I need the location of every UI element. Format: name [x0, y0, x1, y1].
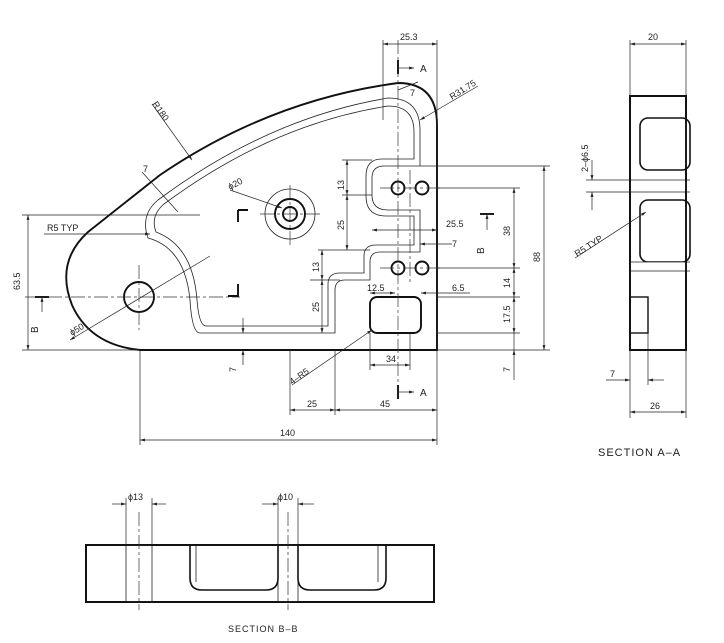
- cut-a-top: A: [420, 64, 428, 75]
- dim-6-5: 6.5: [452, 283, 465, 293]
- dim-r31-75: R31.75: [448, 78, 478, 102]
- outer-profile: [65, 82, 438, 351]
- front-view: [25, 40, 440, 390]
- dim-7-left: 7: [143, 164, 148, 174]
- section-a-a-title: SECTION A–A: [598, 447, 681, 459]
- dim-4-r5: 4–R5: [287, 366, 310, 387]
- dim-45: 45: [380, 399, 390, 409]
- dim-25-b: 25: [311, 302, 321, 312]
- dim-20-side: 20: [648, 32, 658, 42]
- dim-phi13: ϕ13: [128, 492, 143, 502]
- dim-phi10: ϕ10: [278, 492, 293, 502]
- inner-pocket-profile: [145, 97, 421, 334]
- dim-14: 14: [502, 278, 512, 288]
- dim-r5-typ-side: R5 TYP: [573, 233, 605, 258]
- dim-63-5: 63.5: [12, 272, 22, 290]
- dim-7-right: 7: [502, 367, 512, 372]
- dim-phi20: ϕ20: [226, 176, 244, 192]
- inner-pocket-offset: [153, 105, 415, 327]
- dim-r180: R180: [150, 99, 171, 122]
- section-a-a: 20 2–ϕ6.5 R5 TYP 7 26 SECTION A–A: [573, 32, 691, 459]
- dim-25-a: 25: [336, 220, 346, 230]
- cut-b-left: B: [30, 325, 41, 333]
- dim-7-mid: 7: [452, 239, 457, 249]
- cut-a-bottom: A: [420, 388, 428, 399]
- dim-r5-typ: R5 TYP: [47, 223, 78, 233]
- dim-12-5: 12.5: [367, 283, 385, 293]
- dim-25-5: 25.5: [446, 219, 464, 229]
- cut-b-right: B: [476, 246, 487, 254]
- dim-7-top: 7: [410, 88, 415, 98]
- section-b-b: ϕ13 ϕ10 SECTION B–B: [85, 492, 435, 634]
- dim-7-bottom: 7: [228, 367, 238, 372]
- dim-25-bottom: 25: [307, 399, 317, 409]
- dim-140: 140: [280, 428, 295, 438]
- section-b-b-title: SECTION B–B: [228, 624, 299, 634]
- dim-13-a: 13: [336, 180, 346, 190]
- rect-slot: [369, 296, 422, 334]
- dim-26: 26: [650, 401, 660, 411]
- front-dimensions: 25.3 A 7 R31.75 R180 7 ϕ20 R5 TYP 63.5 B: [12, 32, 550, 445]
- dim-2-phi6-5: 2–ϕ6.5: [580, 144, 590, 172]
- dim-13-b: 13: [311, 262, 321, 272]
- dim-34: 34: [386, 354, 396, 364]
- dim-38: 38: [502, 226, 512, 236]
- dim-88: 88: [532, 252, 542, 262]
- dim-7-side: 7: [610, 369, 615, 379]
- dim-25-3: 25.3: [400, 32, 418, 42]
- dim-17-5: 17.5: [502, 305, 512, 323]
